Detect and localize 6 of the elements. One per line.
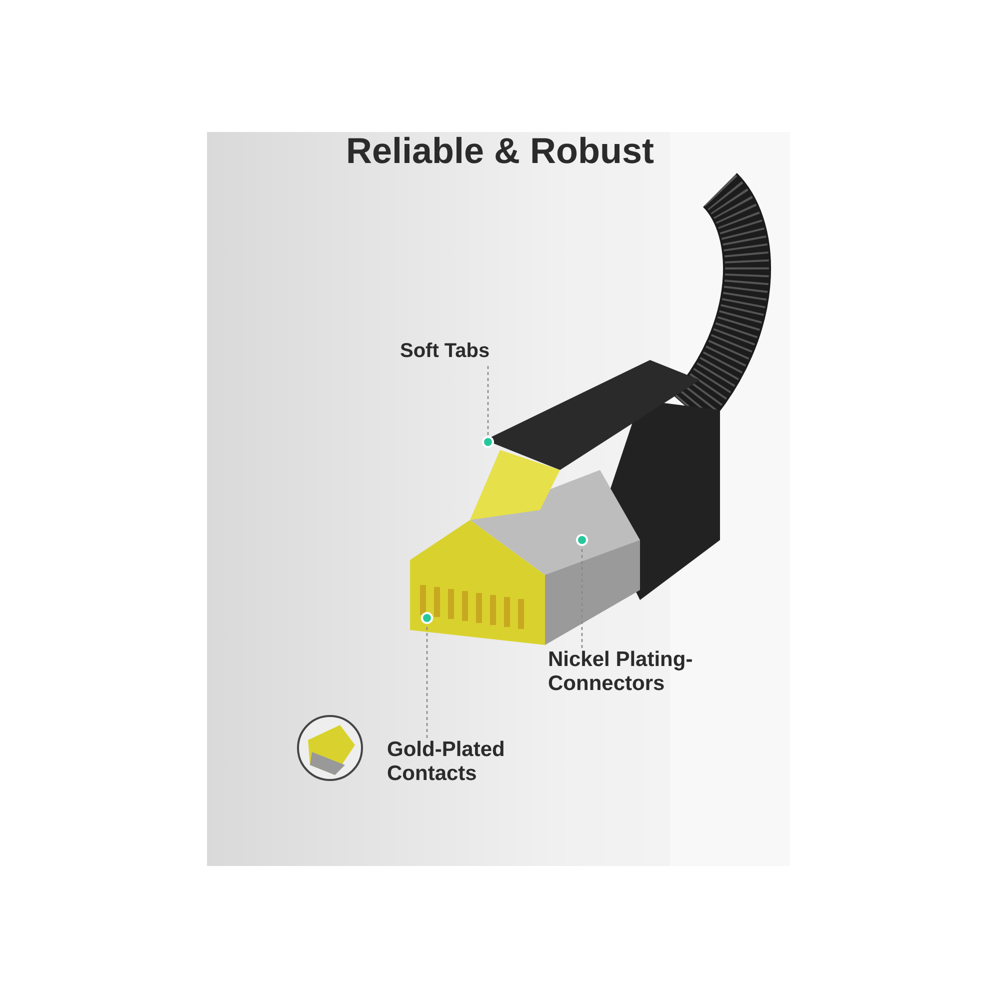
title: Reliable & Robust xyxy=(344,130,656,172)
callout-label: Soft Tabs xyxy=(400,340,510,366)
callout-label: Nickel Plating-Connectors xyxy=(548,648,708,696)
leader-line xyxy=(487,366,489,436)
callout-label: Gold-Plated Contacts xyxy=(387,738,537,788)
leader-line xyxy=(426,624,428,738)
